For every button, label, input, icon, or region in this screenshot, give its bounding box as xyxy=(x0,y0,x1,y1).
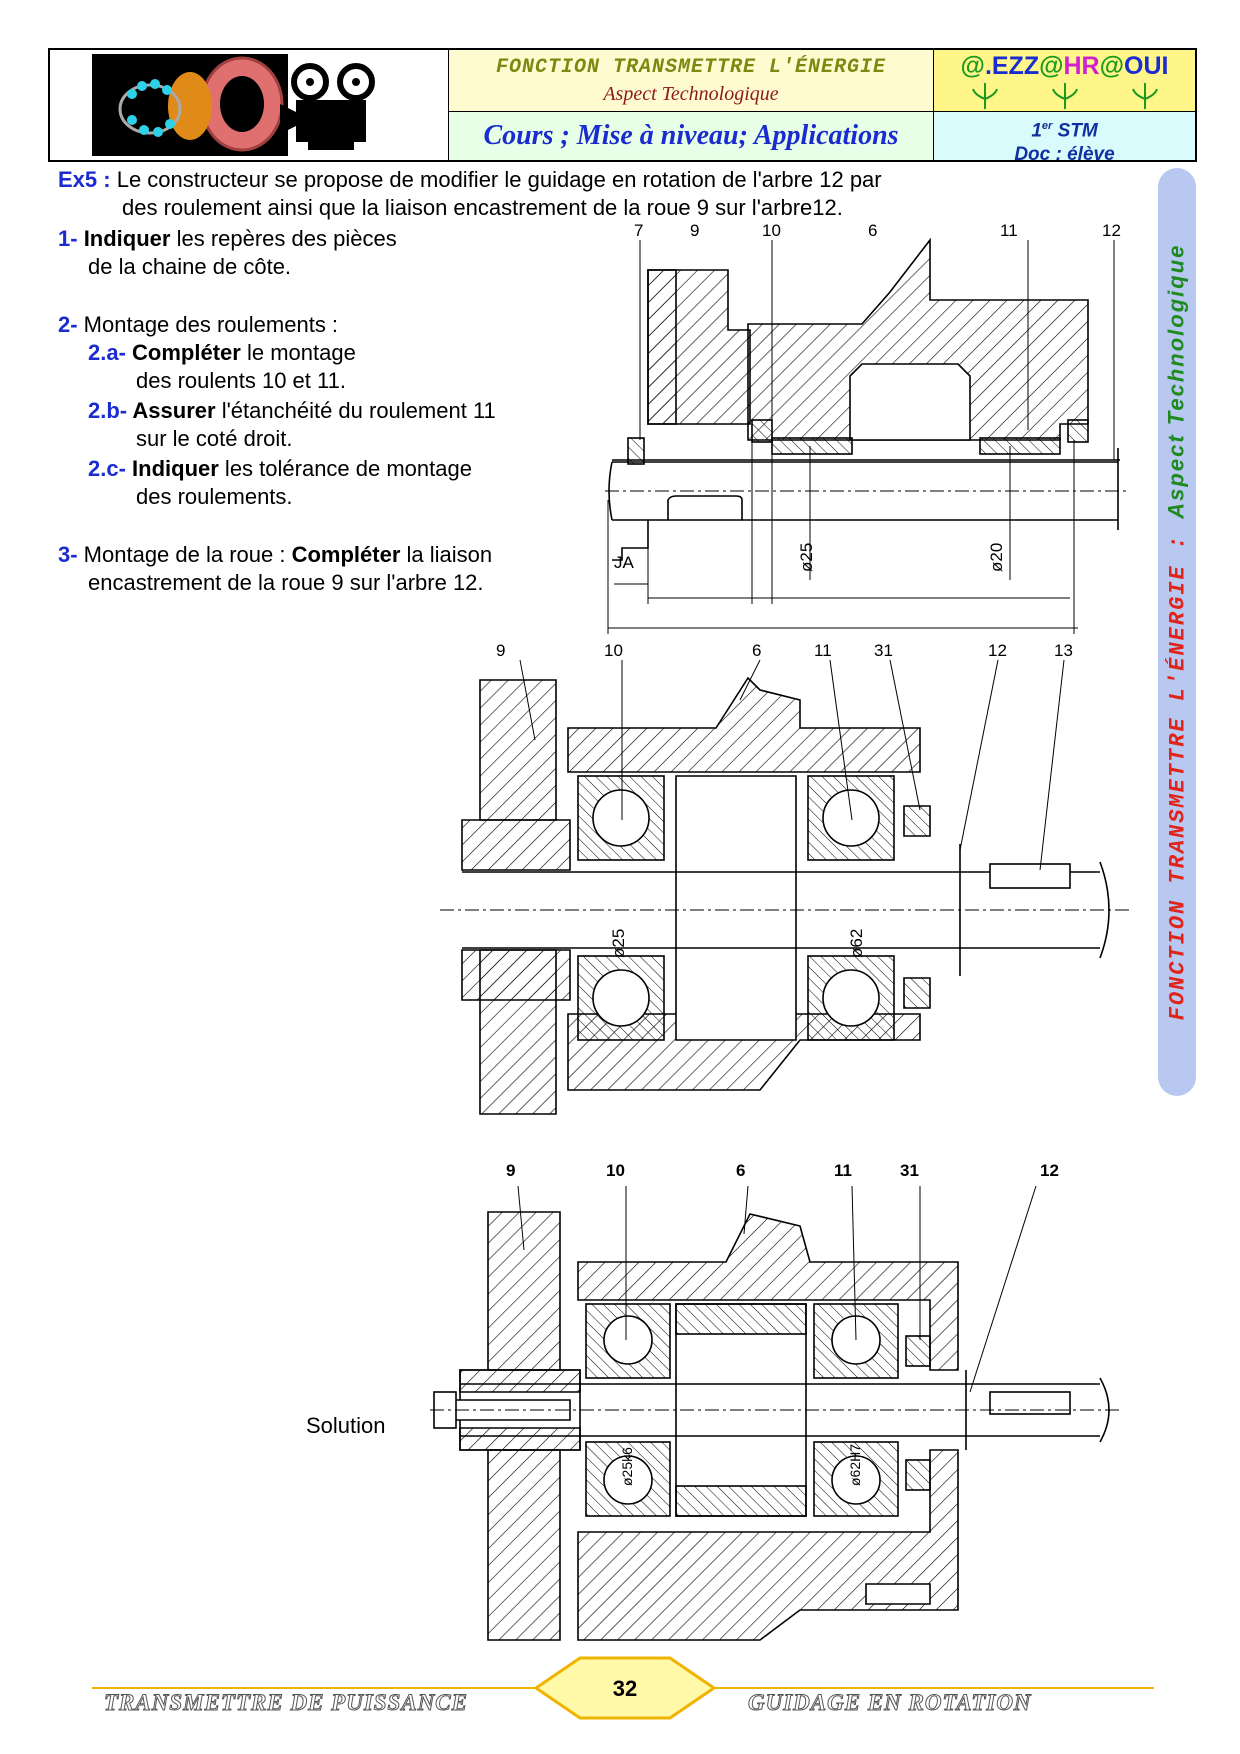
page-title: FONCTION TRANSMETTRE L'ÉNERGIE xyxy=(495,56,887,79)
page-number: 32 xyxy=(612,1676,638,1701)
dim-d25: ø25 xyxy=(609,929,628,958)
question-2a-line2: des roulents 10 et 11. xyxy=(136,368,346,393)
label-12: 12 xyxy=(1040,1161,1059,1180)
label-12: 12 xyxy=(1102,221,1121,240)
label-11: 11 xyxy=(814,641,832,660)
course-cell: Cours ; Mise à niveau; Applications xyxy=(448,111,934,161)
projector-icon xyxy=(280,63,375,150)
question-2c: 2.c- Indiquer les tolérance de montage xyxy=(88,456,472,481)
label-6: 6 xyxy=(736,1161,745,1180)
header-image-cell xyxy=(49,49,449,161)
exercise-intro-line2: des roulement ainsi que la liaison encas… xyxy=(122,195,843,220)
page-number-badge xyxy=(533,1656,717,1720)
drawing-solution-dims: ø25k6 ø62H7 xyxy=(619,1444,863,1486)
label-9: 9 xyxy=(690,221,699,240)
question-2: 2- Montage des roulements : xyxy=(58,312,339,337)
doc-type: Doc : élève xyxy=(1014,144,1115,166)
dim-d25: ø25 xyxy=(797,543,816,572)
drawing-exercise-labels: 7 9 10 6 11 12 JA ø25 ø20 xyxy=(614,221,1121,572)
class-level: 1er STM xyxy=(1031,120,1098,142)
header: FONCTION TRANSMETTRE L'ÉNERGIE Aspect Te… xyxy=(48,48,1197,165)
question-3: 3- Montage de la roue : Compléter la lia… xyxy=(58,542,493,567)
footer-left-text: TRANSMETTRE DE PUISSANCE xyxy=(104,1690,468,1716)
label-10: 10 xyxy=(606,1161,625,1180)
label-6: 6 xyxy=(752,641,761,660)
coupling-illustration xyxy=(92,54,288,156)
question-1: 1- Indiquer les repères des pièces xyxy=(58,226,397,251)
label-11: 11 xyxy=(1000,221,1018,240)
label-31: 31 xyxy=(900,1161,919,1180)
drawing-bearings xyxy=(440,659,1130,1115)
label-31: 31 xyxy=(874,641,893,660)
exercise-intro-line1: Ex5 : Le constructeur se propose de modi… xyxy=(58,167,882,192)
label-10: 10 xyxy=(604,641,623,660)
drawing-bearings-labels: 9 10 6 11 31 12 13 ø25 ø62 xyxy=(496,641,1073,958)
drawing-exercise xyxy=(605,237,1130,634)
label-9: 9 xyxy=(506,1161,515,1180)
dim-d62h7: ø62H7 xyxy=(847,1444,863,1486)
label-7: 7 xyxy=(634,221,643,240)
course-title: Cours ; Mise à niveau; Applications xyxy=(483,120,899,151)
drawing-solution-labels: 9 10 6 11 31 12 xyxy=(506,1161,1059,1180)
side-strip xyxy=(1158,168,1196,1096)
solution-label: Solution xyxy=(306,1413,386,1438)
question-2c-line2: des roulements. xyxy=(136,484,293,509)
author-logo: @.EZZ@HR@OUI xyxy=(960,52,1169,80)
dim-d20: ø20 xyxy=(987,543,1006,572)
level-cell: 1er STM Doc : élève xyxy=(933,111,1196,165)
footer-right-text: GUIDAGE EN ROTATION xyxy=(748,1690,1032,1716)
label-6: 6 xyxy=(868,221,877,240)
drawing-solution xyxy=(430,1185,1120,1641)
dim-d25k6: ø25k6 xyxy=(619,1447,635,1486)
dim-ja: JA xyxy=(614,553,635,572)
question-2b-line2: sur le coté droit. xyxy=(136,426,293,451)
side-strip-text: FONCTION TRANSMETTRE L'ÉNERGIE : Aspect … xyxy=(1163,243,1191,1021)
question-2b: 2.b- Assurer l'étanchéité du roulement 1… xyxy=(88,398,496,423)
question-1-line2: de la chaine de côte. xyxy=(88,254,292,279)
label-12: 12 xyxy=(988,641,1007,660)
label-10: 10 xyxy=(762,221,781,240)
page-subtitle: Aspect Technologique xyxy=(603,83,779,105)
question-3-line2: encastrement de la roue 9 sur l'arbre 12… xyxy=(88,570,484,595)
footer-band xyxy=(92,1656,1154,1720)
label-9: 9 xyxy=(496,641,505,660)
dim-d62: ø62 xyxy=(847,929,866,958)
title-cell: FONCTION TRANSMETTRE L'ÉNERGIE Aspect Te… xyxy=(448,49,934,112)
label-11: 11 xyxy=(834,1161,852,1180)
logo-cell: @.EZZ@HR@OUI xyxy=(933,49,1196,112)
flowers-icon xyxy=(971,83,1158,109)
question-2a: 2.a- Compléter le montage xyxy=(88,340,356,365)
label-13: 13 xyxy=(1054,641,1073,660)
